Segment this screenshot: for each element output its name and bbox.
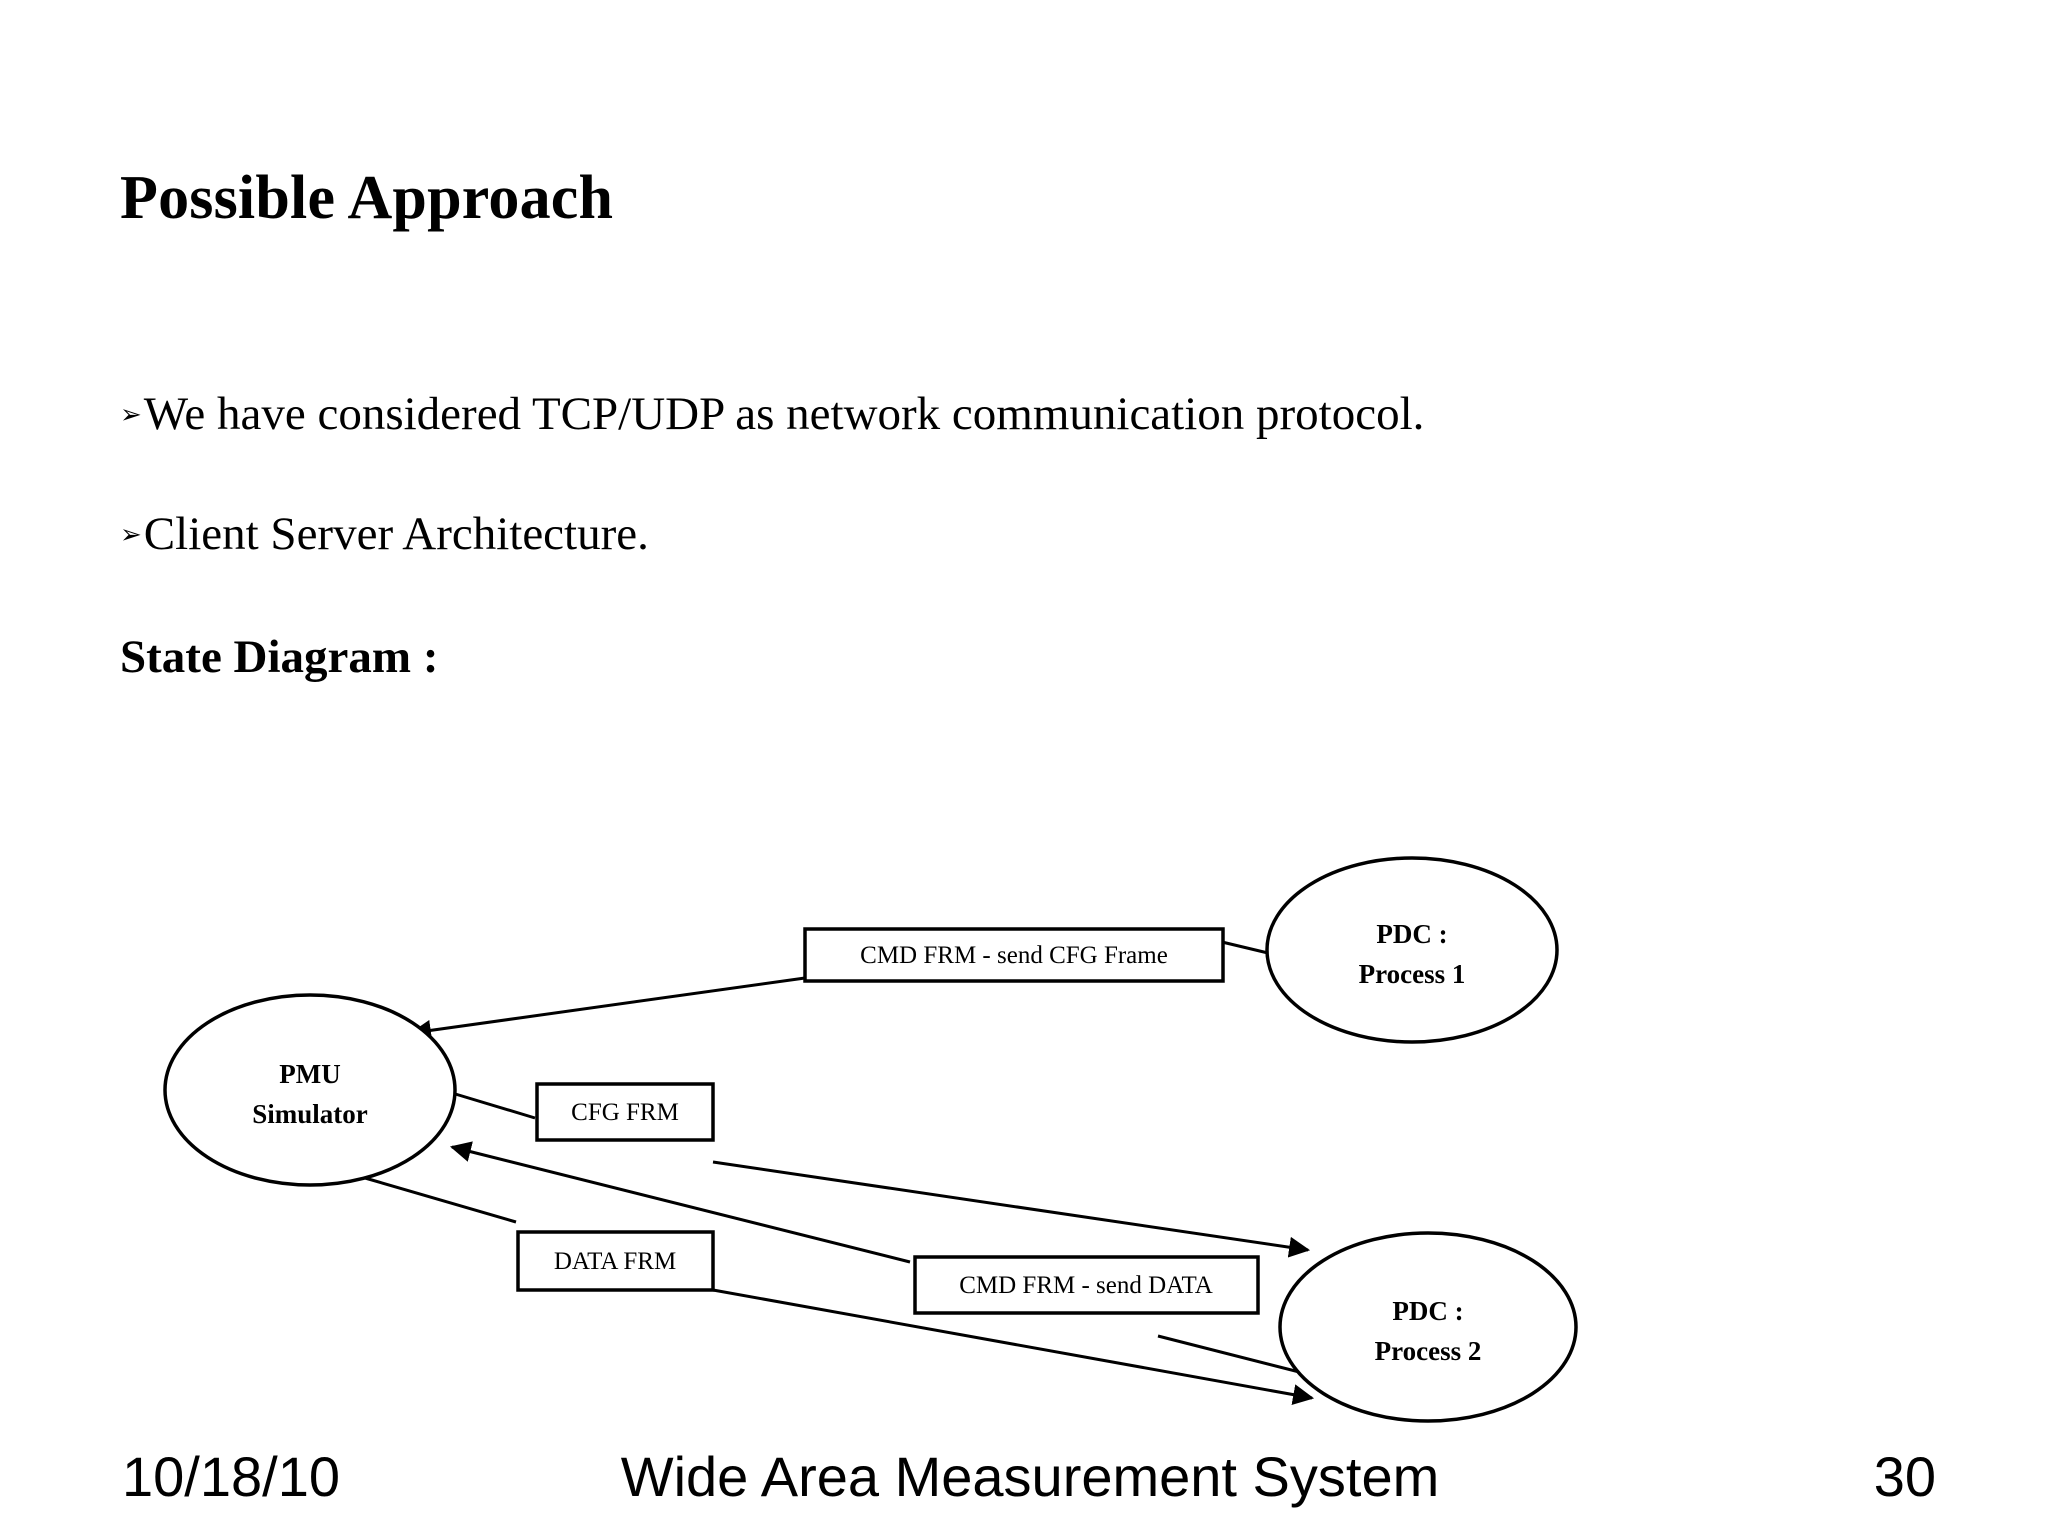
bullet-item-2: ➢ Client Server Architecture.	[120, 508, 649, 561]
edge-pdc1-to-cmdcfg-box	[1221, 940, 1269, 955]
slide-footer: 10/18/10 Wide Area Measurement System 30	[0, 1432, 2048, 1536]
footer-date: 10/18/10	[122, 1445, 340, 1508]
node-pdc1-line2: Process 1	[1359, 959, 1466, 989]
page-title: Possible Approach	[120, 164, 614, 232]
edge-label-box-cfg-frm[interactable]	[535, 1082, 715, 1142]
edge-label-box-cmd-cfg[interactable]	[803, 927, 1225, 983]
section-heading: State Diagram :	[120, 631, 439, 683]
edge-label-box-data-frm[interactable]	[516, 1230, 715, 1292]
edge-cmddata-box-to-pmu	[449, 1141, 911, 1264]
node-pdc2-line2: Process 2	[1375, 1336, 1482, 1366]
edge-label-box-cmd-data[interactable]	[913, 1255, 1260, 1315]
node-pmu-line2: Simulator	[252, 1099, 368, 1129]
edge-pdc2-to-cmddata-box	[1157, 1334, 1316, 1378]
bullet-item-1: ➢ We have considered TCP/UDP as network …	[120, 388, 1425, 441]
bullet-arrow-icon: ➢	[120, 400, 142, 429]
edge-label-cmd-cfg: CMD FRM - send CFG Frame	[860, 942, 1168, 969]
edge-cmdcfg-box-to-pmu	[409, 976, 806, 1041]
edge-pmu-to-cfg-box	[451, 1091, 536, 1120]
node-pdc-process-2[interactable]	[1278, 1231, 1578, 1423]
bullet-arrow-icon: ➢	[120, 520, 142, 549]
state-diagram: PMU Simulator PDC : Process 1 PDC : Proc…	[0, 790, 2048, 1430]
edge-label-cmd-data: CMD FRM - send DATA	[959, 1272, 1213, 1299]
node-pdc-process-1[interactable]	[1265, 856, 1559, 1044]
footer-page-number: 30	[1873, 1445, 1936, 1508]
edge-data-box-to-pdc2	[712, 1288, 1315, 1405]
footer-title: Wide Area Measurement System	[620, 1445, 1440, 1508]
edge-label-cfg-frm: CFG FRM	[571, 1099, 679, 1126]
bullet-item-2-text: Client Server Architecture.	[143, 508, 649, 560]
bullet-item-1-text: We have considered TCP/UDP as network co…	[143, 388, 1425, 440]
node-pdc2-line1: PDC :	[1392, 1296, 1463, 1326]
node-pmu-simulator[interactable]	[163, 993, 457, 1187]
edge-label-data-frm: DATA FRM	[554, 1248, 676, 1275]
edge-cfg-box-to-pdc2	[712, 1160, 1311, 1258]
node-pdc1-line1: PDC :	[1376, 919, 1447, 949]
node-pmu-line1: PMU	[279, 1059, 340, 1089]
edge-pmu-to-data-box	[364, 1176, 517, 1224]
